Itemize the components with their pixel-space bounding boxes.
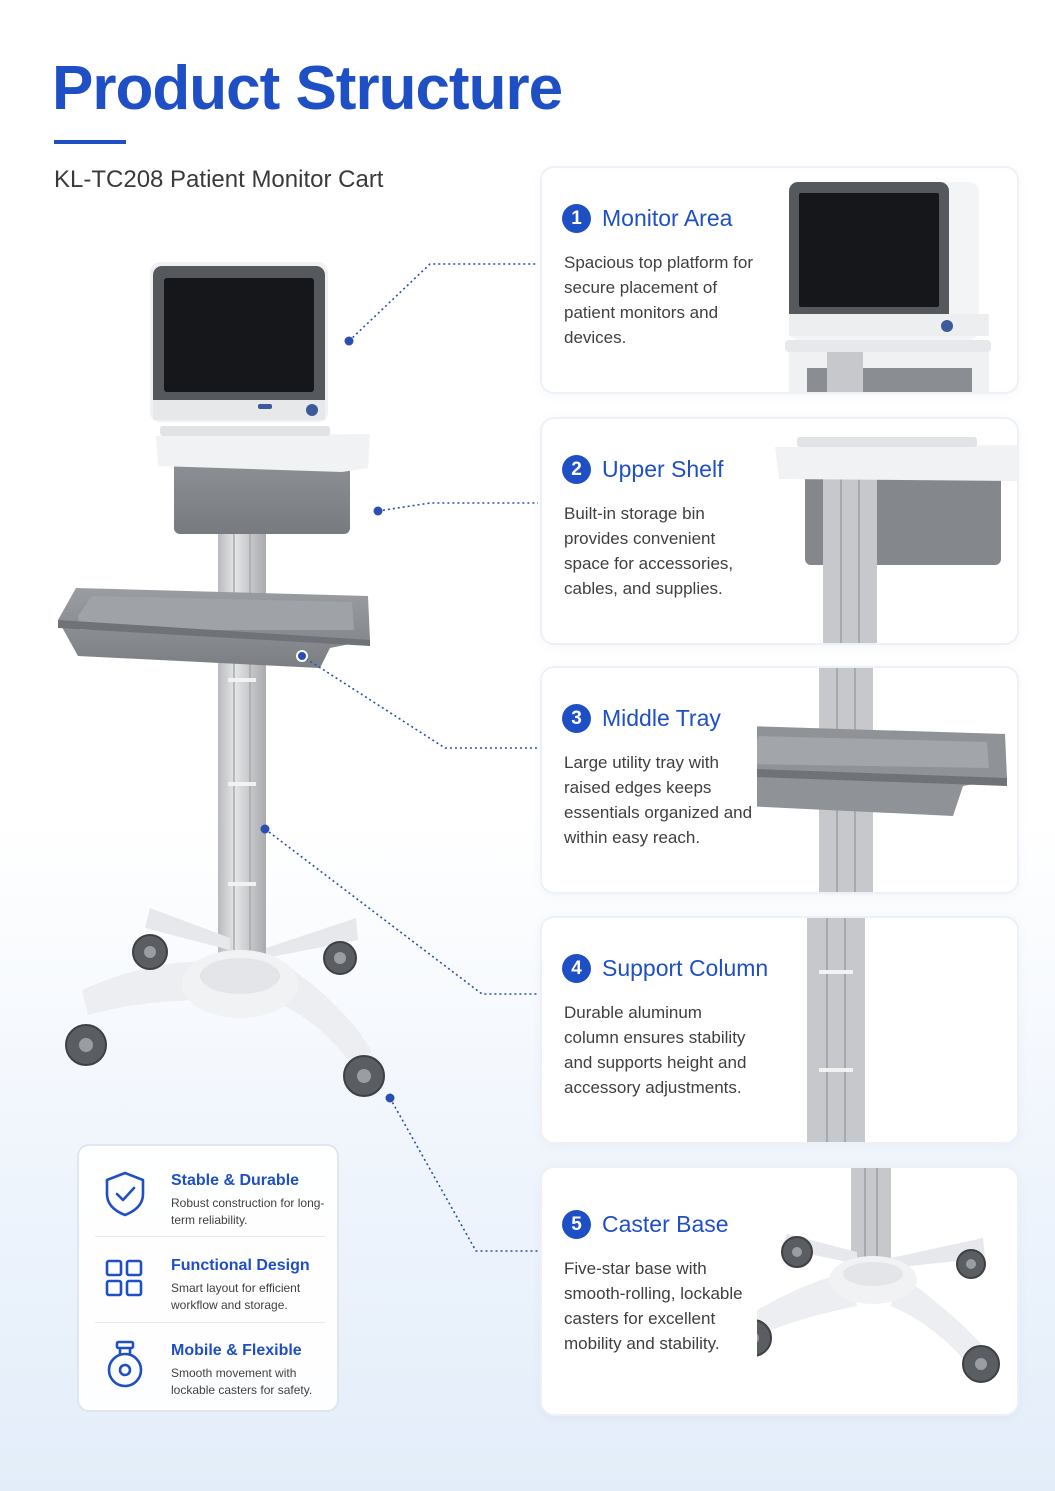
caster-base-image	[757, 1168, 1000, 1383]
feature-title: Mobile & Flexible	[171, 1342, 302, 1359]
section-title: Upper Shelf	[602, 456, 724, 482]
section-description: Large utility tray with raised edges kee…	[564, 753, 753, 847]
section-card-caster-base: 5 Caster Base Five-star base with smooth…	[540, 1166, 1019, 1416]
page-title: Product Structure	[52, 54, 563, 123]
cart-illustration	[58, 262, 538, 1097]
section-number-badge: 2	[562, 455, 591, 484]
section-number-badge: 5	[562, 1210, 591, 1239]
section-card-monitor-area: 1 Monitor Area Spacious top platform for…	[540, 166, 1019, 394]
feature-description: Robust construction for long-term reliab…	[171, 1196, 325, 1227]
section-description: Built-in storage bin provides convenient…	[564, 504, 734, 598]
feature-divider	[95, 1236, 325, 1237]
shield-check-icon	[105, 1171, 145, 1217]
section-number-badge: 1	[562, 204, 591, 233]
upper-shelf-image	[775, 437, 1017, 643]
section-description: Spacious top platform for secure placeme…	[564, 253, 753, 347]
feature-item: Functional Design Smart layout for effic…	[93, 1237, 325, 1323]
title-underline	[54, 140, 126, 144]
monitor	[150, 262, 328, 422]
caster-base	[65, 908, 385, 1097]
feature-description: Smooth movement with lockable casters fo…	[171, 1366, 313, 1397]
features-panel: Stable & Durable Robust construction for…	[77, 1144, 339, 1412]
upper-shelf	[156, 426, 370, 534]
feature-title: Functional Design	[171, 1257, 310, 1274]
feature-description: Smart layout for efficient workflow and …	[171, 1281, 301, 1312]
section-number-badge: 3	[562, 704, 591, 733]
section-title: Caster Base	[602, 1211, 729, 1237]
grid-icon	[105, 1259, 143, 1297]
callout-line-caster	[385, 1093, 540, 1252]
section-title: Monitor Area	[602, 205, 733, 231]
middle-tray-image	[757, 668, 1007, 892]
section-title: Middle Tray	[602, 705, 721, 731]
support-column-image	[807, 918, 865, 1142]
monitor-area-image	[785, 182, 991, 392]
section-number-badge: 4	[562, 954, 591, 983]
section-description: Durable aluminum column ensures stabilit…	[564, 1003, 747, 1097]
section-description: Five-star base with smooth-rolling, lock…	[564, 1259, 743, 1353]
feature-item: Mobile & Flexible Smooth movement with l…	[93, 1322, 325, 1408]
section-card-support-column: 4 Support Column Durable aluminum column…	[540, 916, 1019, 1144]
callout-lines	[264, 263, 538, 995]
caster-wheel-icon	[107, 1340, 143, 1388]
section-card-middle-tray: 3 Middle Tray Large utility tray with ra…	[540, 666, 1019, 894]
callout-dots	[260, 336, 383, 834]
feature-divider	[95, 1322, 325, 1323]
middle-tray	[58, 588, 370, 668]
section-title: Support Column	[602, 955, 769, 981]
feature-item: Stable & Durable Robust construction for…	[93, 1152, 325, 1238]
feature-title: Stable & Durable	[171, 1172, 300, 1189]
page-subtitle: KL-TC208 Patient Monitor Cart	[54, 166, 384, 193]
section-card-upper-shelf: 2 Upper Shelf Built-in storage bin provi…	[540, 417, 1019, 645]
